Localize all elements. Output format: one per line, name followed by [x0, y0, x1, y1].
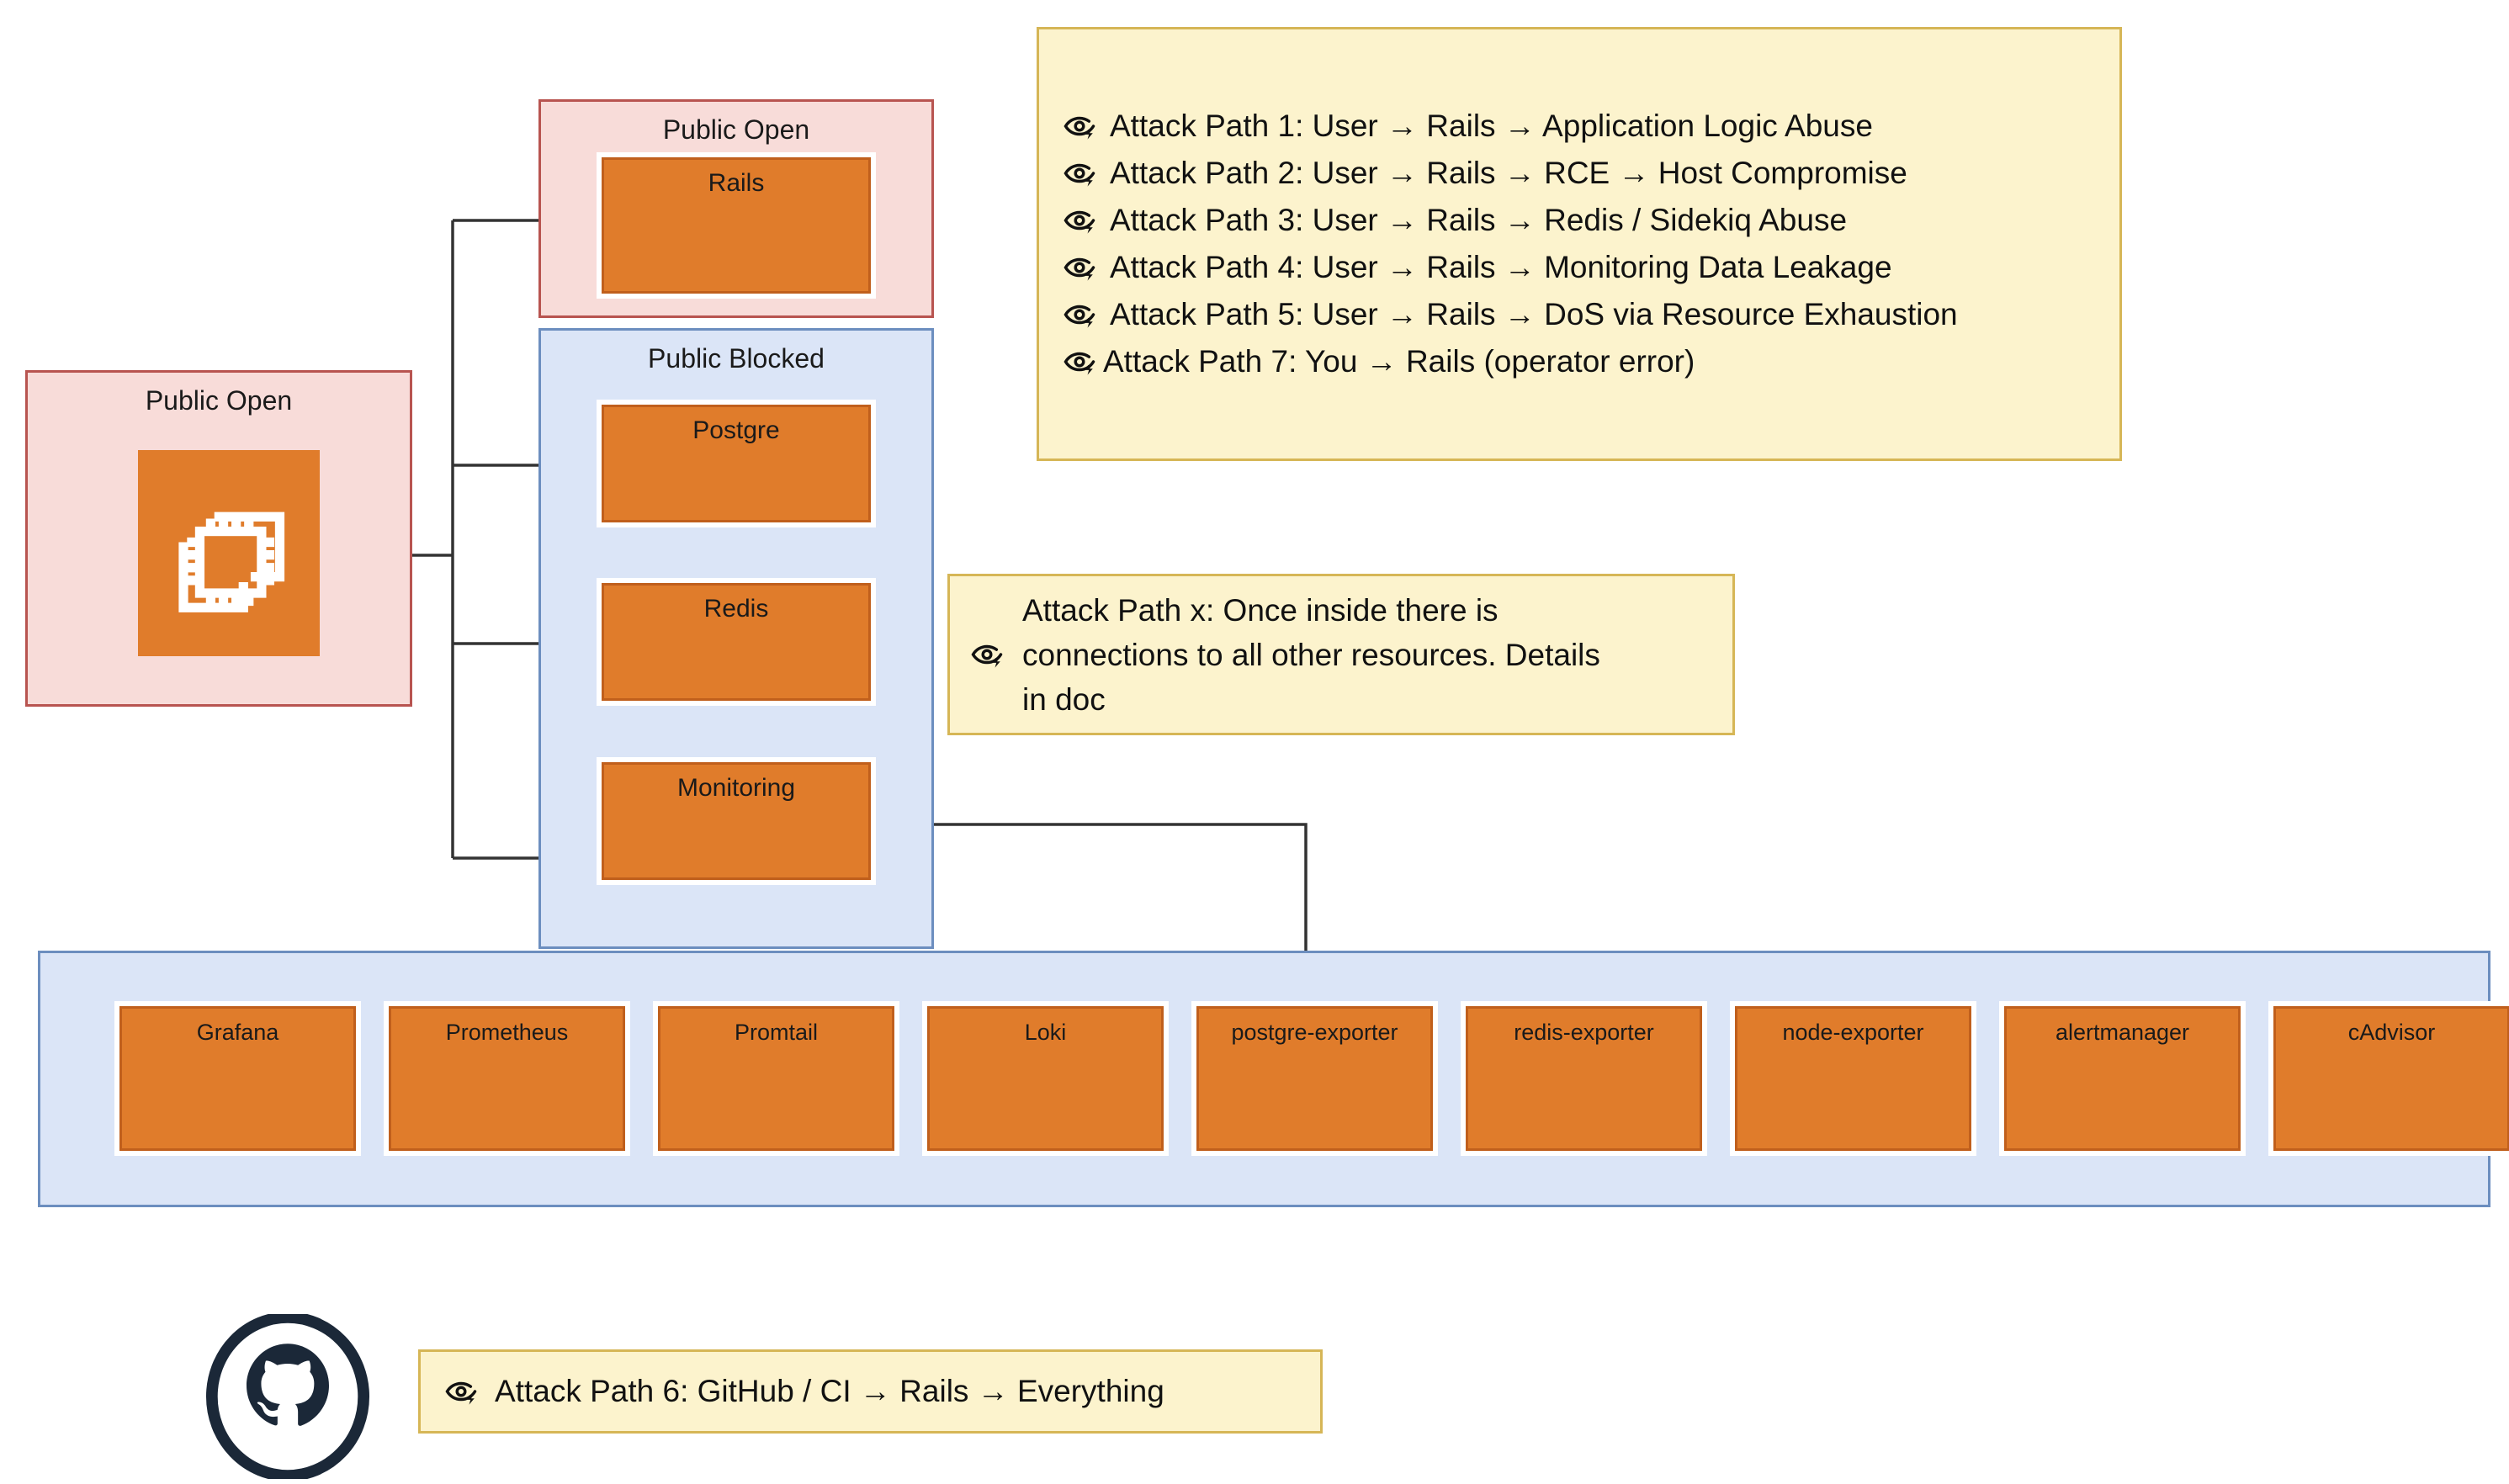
group-public-open-label: Public Open [662, 114, 810, 145]
lateral-note-text: Attack Path x: Once inside there is conn… [1022, 592, 1600, 717]
node-rails-label: Rails [708, 169, 765, 197]
attack-path-text: Attack Path 2: User → Rails → RCE → Host… [1110, 156, 1907, 190]
eye-bolt-icon [1064, 163, 1095, 187]
node-redis-label: Redis [703, 595, 769, 623]
attack-path-text: Attack Path 1: User → Rails → Applicatio… [1110, 109, 1873, 143]
attack-path-text: Attack Path 7: You → Rails (operator err… [1103, 344, 1695, 379]
github-octocat-icon[interactable] [205, 1314, 370, 1479]
ec2-instance-tile [138, 450, 320, 656]
node-redis[interactable]: Redis [597, 578, 876, 706]
eye-bolt-icon [1064, 116, 1095, 140]
node-node-exporter-label: node-exporter [1782, 1020, 1924, 1045]
node-promtail[interactable]: Promtail [653, 1001, 899, 1156]
node-postgre-exporter-label: postgre-exporter [1231, 1020, 1398, 1045]
node-alertmanager[interactable]: alertmanager [1999, 1001, 2246, 1156]
attack-path-text: Attack Path 4: User → Rails → Monitoring… [1110, 250, 1892, 284]
github-note-text: Attack Path 6: GitHub / CI → Rails → Eve… [495, 1374, 1164, 1408]
node-loki-label: Loki [1024, 1020, 1067, 1045]
ec2-instance-chip-icon [178, 511, 285, 612]
node-cadvisor-label: cAdvisor [2347, 1020, 2436, 1045]
source-group-label: Public Open [145, 385, 293, 416]
node-postgre-label: Postgre [692, 416, 780, 444]
node-prometheus[interactable]: Prometheus [384, 1001, 630, 1156]
attack-path-row: Attack Path 5: User → Rails → DoS via Re… [1039, 291, 2119, 338]
attack-path-row: Attack Path 2: User → Rails → RCE → Host… [1039, 150, 2119, 197]
attack-path-text: Attack Path 5: User → Rails → DoS via Re… [1110, 297, 1958, 331]
group-public-open[interactable]: Public Open Rails [538, 99, 934, 318]
node-postgre[interactable]: Postgre [597, 400, 876, 527]
node-loki[interactable]: Loki [922, 1001, 1169, 1156]
node-redis-exporter[interactable]: redis-exporter [1461, 1001, 1707, 1156]
node-grafana[interactable]: Grafana [114, 1001, 361, 1156]
node-monitoring-label: Monitoring [676, 774, 796, 802]
note-attack-paths[interactable]: Attack Path 1: User → Rails → Applicatio… [1037, 27, 2122, 461]
attack-path-row: Attack Path 1: User → Rails → Applicatio… [1039, 103, 2119, 150]
note-lateral-movement[interactable]: Attack Path x: Once inside there is conn… [947, 574, 1735, 735]
source-group-public-open[interactable]: Public Open [25, 370, 412, 707]
group-monitoring-stack[interactable]: Grafana Prometheus Promtail Loki postgre… [38, 951, 2509, 1207]
node-cadvisor[interactable]: cAdvisor [2268, 1001, 2509, 1156]
node-redis-exporter-label: redis-exporter [1514, 1020, 1654, 1045]
node-prometheus-label: Prometheus [445, 1020, 569, 1045]
attack-path-row: Attack Path 7: You → Rails (operator err… [1039, 338, 2119, 385]
node-node-exporter[interactable]: node-exporter [1730, 1001, 1976, 1156]
eye-bolt-icon [971, 644, 1003, 668]
eye-bolt-icon [1064, 352, 1095, 375]
group-public-blocked[interactable]: Public Blocked Postgre Redis Monitoring [538, 328, 934, 949]
node-grafana-label: Grafana [196, 1020, 279, 1045]
eye-bolt-icon [1064, 305, 1095, 328]
node-rails[interactable]: Rails [597, 152, 876, 299]
attack-path-row: Attack Path 3: User → Rails → Redis / Si… [1039, 197, 2119, 244]
eye-bolt-icon [1064, 210, 1095, 234]
attack-path-row: Attack Path 4: User → Rails → Monitoring… [1039, 244, 2119, 291]
attack-path-text: Attack Path 3: User → Rails → Redis / Si… [1110, 203, 1848, 237]
eye-bolt-icon [445, 1381, 477, 1405]
group-public-blocked-label: Public Blocked [648, 343, 825, 374]
note-github-ci-path[interactable]: Attack Path 6: GitHub / CI → Rails → Eve… [418, 1349, 1323, 1434]
node-monitoring[interactable]: Monitoring [597, 757, 876, 885]
node-promtail-label: Promtail [734, 1020, 819, 1045]
node-postgre-exporter[interactable]: postgre-exporter [1191, 1001, 1438, 1156]
eye-bolt-icon [1064, 257, 1095, 281]
node-alertmanager-label: alertmanager [2055, 1020, 2190, 1045]
